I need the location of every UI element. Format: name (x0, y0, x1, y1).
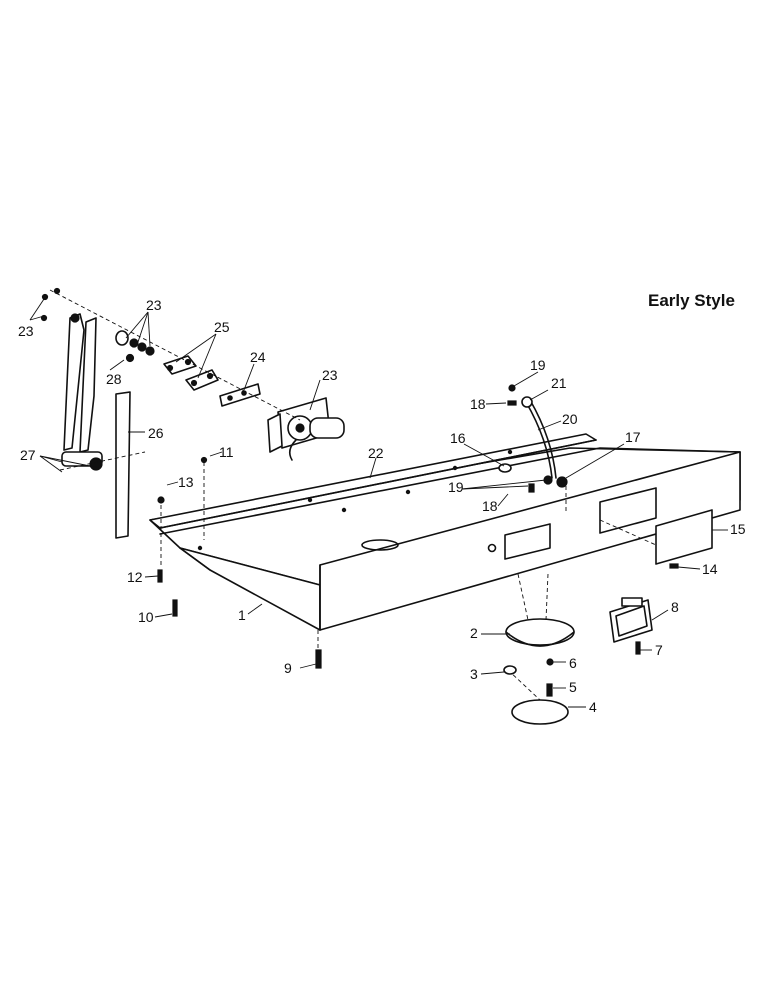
callout-23-motor: 23 (322, 367, 338, 383)
shaft-hardware-stack (40, 287, 155, 363)
leader-lines (29, 298, 728, 708)
callout-22: 22 (368, 445, 384, 461)
map-light (609, 597, 653, 643)
callout-21: 21 (551, 375, 567, 391)
callout-1: 1 (238, 607, 246, 623)
wiper-motor (267, 397, 345, 461)
callout-25: 25 (214, 319, 230, 335)
dome-lamp (505, 573, 575, 725)
wiper-blade (115, 391, 131, 539)
callout-12: 12 (127, 569, 143, 585)
face-opening-right (599, 487, 657, 534)
control-cable (498, 384, 568, 514)
dash-panel (149, 433, 741, 631)
mounting-bracket (219, 383, 261, 407)
callout-23-stack: 23 (146, 297, 162, 313)
wiper-axis-line (49, 289, 301, 421)
callout-26: 26 (148, 425, 164, 441)
callout-17: 17 (625, 429, 641, 445)
diagram-title: Early Style (648, 291, 735, 310)
callout-11: 11 (219, 444, 234, 460)
callout-8: 8 (671, 599, 679, 615)
callout-19-upper: 19 (530, 357, 546, 373)
callout-13: 13 (178, 474, 194, 490)
callout-14: 14 (702, 561, 718, 577)
callout-16: 16 (450, 430, 466, 446)
callout-10: 10 (138, 609, 154, 625)
wiper-arm-assembly (61, 313, 103, 471)
face-opening-left (504, 523, 551, 560)
callout-3: 3 (470, 666, 478, 682)
loose-hardware (157, 456, 679, 697)
callout-27: 27 (20, 447, 36, 463)
callout-18-upper: 18 (470, 396, 486, 412)
callout-20: 20 (562, 411, 578, 427)
callout-15: 15 (730, 521, 746, 537)
callout-6: 6 (569, 655, 577, 671)
callout-labels: 1 2 3 4 5 6 7 8 9 10 11 12 13 14 15 16 1… (18, 297, 746, 715)
callout-2: 2 (470, 625, 478, 641)
callout-9: 9 (284, 660, 292, 676)
callout-28: 28 (106, 371, 122, 387)
callout-18-lower: 18 (482, 498, 498, 514)
callout-4: 4 (589, 699, 597, 715)
callout-23-left: 23 (18, 323, 34, 339)
callout-7: 7 (655, 642, 663, 658)
pivot-links (163, 355, 219, 391)
callout-24: 24 (250, 349, 266, 365)
callout-19-lower: 19 (448, 479, 464, 495)
callout-5: 5 (569, 679, 577, 695)
cover-plate (655, 509, 713, 565)
